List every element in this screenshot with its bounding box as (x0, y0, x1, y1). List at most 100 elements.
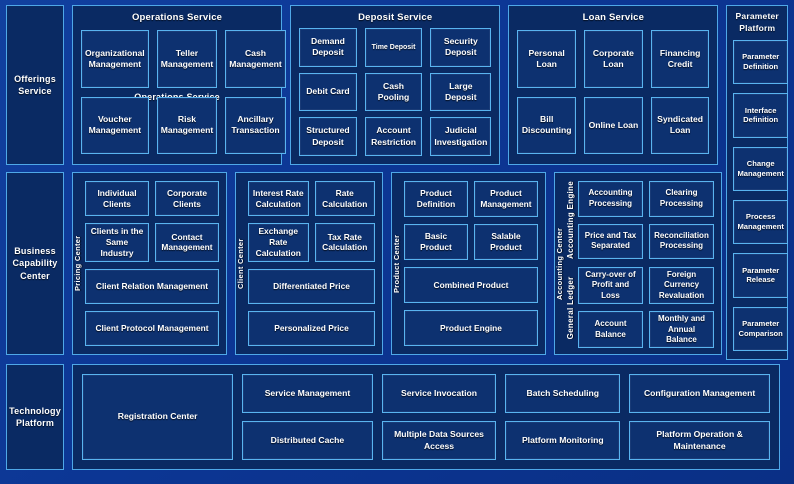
cell-combined-product[interactable]: Combined Product (404, 267, 538, 303)
cell-platform-monitoring[interactable]: Platform Monitoring (505, 421, 621, 460)
panel-title-parameter-platform: Parameter Platform (735, 11, 779, 33)
accounting-center-body: Accounting Engine Accounting Processing … (564, 173, 721, 354)
panel-title-deposit-service: Deposit Service (358, 12, 433, 23)
cell-organizational-management[interactable]: Organizational Management (81, 30, 149, 88)
cell-change-management[interactable]: Change Management (733, 146, 788, 191)
deposit-service-grid: Demand Deposit Time Deposit Security Dep… (299, 28, 492, 156)
pricing-center-grid: Individual Clients Corporate Clients Cli… (82, 173, 226, 354)
business-capability-center-row: Business Capability Center Pricing Cente… (6, 172, 788, 355)
cell-structured-deposit[interactable]: Structured Deposit (299, 117, 357, 156)
technology-platform-row: Technology Platform Registration Center … (6, 364, 788, 470)
cell-basic-product[interactable]: Basic Product (404, 224, 468, 260)
cell-rate-calculation[interactable]: Rate Calculation (314, 181, 375, 217)
cell-reconciliation-processing[interactable]: Reconciliation Processing (649, 223, 714, 259)
technology-platform-grid: Registration Center Service Management S… (82, 374, 770, 460)
operations-service-grid: Organizational Management Teller Managem… (81, 30, 286, 154)
parameter-platform-list: Parameter Definition Interface Definitio… (733, 40, 788, 351)
cell-voucher-management[interactable]: Voucher Management (81, 96, 149, 154)
panel-technology-platform[interactable]: Registration Center Service Management S… (72, 364, 780, 470)
panel-client-center[interactable]: Client Center Interest Rate Calculation … (235, 172, 383, 355)
general-ledger-grid: Carry-over of Profit and Loss Foreign Cu… (578, 267, 714, 349)
offerings-service-row: Offerings Service Operations Service Ope… (6, 5, 789, 360)
cell-interface-definition[interactable]: Interface Definition (733, 93, 788, 138)
cell-accounting-processing[interactable]: Accounting Processing (578, 181, 643, 217)
cell-corporate-clients[interactable]: Corporate Clients (155, 181, 219, 217)
panel-deposit-service[interactable]: Deposit Service Demand Deposit Time Depo… (290, 5, 501, 165)
cell-clearing-processing[interactable]: Clearing Processing (649, 181, 714, 217)
vlabel-client-center: Client Center (236, 238, 245, 289)
cell-security-deposit[interactable]: Security Deposit (430, 28, 492, 67)
cell-differentiated-price[interactable]: Differentiated Price (248, 268, 375, 304)
cell-personal-loan[interactable]: Personal Loan (517, 30, 577, 88)
client-center-grid: Interest Rate Calculation Rate Calculati… (245, 173, 382, 354)
panel-pricing-center[interactable]: Pricing Center Individual Clients Corpor… (72, 172, 227, 355)
cell-distributed-cache[interactable]: Distributed Cache (242, 421, 373, 460)
accounting-engine-grid: Accounting Processing Clearing Processin… (578, 181, 714, 259)
cell-individual-clients[interactable]: Individual Clients (85, 181, 149, 217)
cell-cash-management[interactable]: Cash Management (225, 30, 286, 88)
cell-tax-rate-calculation[interactable]: Tax Rate Calculation (314, 223, 375, 262)
cell-price-and-tax-separated[interactable]: Price and Tax Separated (578, 223, 643, 259)
vlabel-accounting-engine: Accounting Engine (566, 181, 575, 259)
cell-time-deposit[interactable]: Time Deposit (364, 28, 423, 67)
cell-service-management[interactable]: Service Management (242, 374, 373, 413)
cell-teller-management[interactable]: Teller Management (156, 30, 218, 88)
cell-monthly-and-annual-balance[interactable]: Monthly and Annual Balance (649, 311, 714, 349)
group-accounting-engine: Accounting Engine Accounting Processing … (566, 181, 714, 259)
cell-parameter-comparison[interactable]: Parameter Comparison (733, 306, 788, 351)
cell-salable-product[interactable]: Salable Product (474, 224, 538, 260)
cell-carry-over-of-profit-and-loss[interactable]: Carry-over of Profit and Loss (578, 267, 643, 305)
cell-clients-in-the-same-industry[interactable]: Clients in the Same Industry (85, 223, 149, 262)
cell-cash-pooling[interactable]: Cash Pooling (364, 72, 423, 112)
cell-service-invocation[interactable]: Service Invocation (381, 374, 497, 413)
cell-online-loan[interactable]: Online Loan (584, 96, 643, 154)
cell-debit-card[interactable]: Debit Card (299, 72, 357, 112)
cell-registration-center[interactable]: Registration Center (82, 374, 234, 460)
cell-foreign-currency-revaluation[interactable]: Foreign Currency Revaluation (649, 267, 714, 305)
panel-operations-service[interactable]: Operations Service Operations Service Or… (72, 5, 286, 165)
panel-title-operations-service: Operations Service (131, 12, 223, 23)
cell-interest-rate-calculation[interactable]: Interest Rate Calculation (248, 181, 309, 217)
vlabel-product-center: Product Center (392, 234, 401, 293)
cell-corporate-loan[interactable]: Corporate Loan (584, 30, 643, 88)
cell-product-management[interactable]: Product Management (474, 181, 538, 217)
vlabel-accounting-center: Accounting Center (555, 227, 564, 300)
loan-service-grid: Personal Loan Corporate Loan Financing C… (517, 30, 710, 154)
panel-accounting-center[interactable]: Accounting Center Accounting Engine Acco… (554, 172, 722, 355)
cell-exchange-rate-calculation[interactable]: Exchange Rate Calculation (248, 223, 309, 262)
panel-parameter-platform[interactable]: Parameter Platform Parameter Definition … (726, 5, 789, 360)
cell-product-definition[interactable]: Product Definition (404, 181, 468, 217)
cell-platform-operation-and-maintenance[interactable]: Platform Operation & Maintenance (629, 421, 770, 460)
cell-configuration-management[interactable]: Configuration Management (629, 374, 770, 413)
panel-title-loan-service: Loan Service (582, 12, 645, 23)
cell-large-deposit[interactable]: Large Deposit (430, 72, 492, 112)
row-label-business-capability-center: Business Capability Center (6, 172, 64, 355)
cell-client-protocol-management[interactable]: Client Protocol Management (85, 310, 219, 346)
cell-bill-discounting[interactable]: Bill Discounting (517, 96, 577, 154)
panel-loan-service[interactable]: Loan Service Personal Loan Corporate Loa… (508, 5, 719, 165)
cell-account-restriction[interactable]: Account Restriction (364, 117, 423, 156)
cell-multiple-data-sources-access[interactable]: Multiple Data Sources Access (381, 421, 497, 460)
cell-judicial-investigation[interactable]: Judicial Investigation (430, 117, 492, 156)
cell-account-balance[interactable]: Account Balance (578, 311, 643, 349)
cell-personalized-price[interactable]: Personalized Price (248, 310, 375, 346)
cell-ancillary-transaction[interactable]: Ancillary Transaction (225, 96, 286, 154)
cell-product-engine[interactable]: Product Engine (404, 310, 538, 346)
vlabel-pricing-center: Pricing Center (73, 235, 82, 292)
vlabel-general-ledger: General Ledger (566, 276, 575, 340)
cell-batch-scheduling[interactable]: Batch Scheduling (505, 374, 621, 413)
cell-parameter-release[interactable]: Parameter Release (733, 253, 788, 298)
row-label-technology-platform: Technology Platform (6, 364, 64, 470)
cell-financing-credit[interactable]: Financing Credit (650, 30, 710, 88)
cell-risk-management[interactable]: Risk Management (156, 96, 218, 154)
cell-process-management[interactable]: Process Management (733, 199, 788, 245)
cell-client-relation-management[interactable]: Client Relation Management (85, 268, 219, 304)
cell-parameter-definition[interactable]: Parameter Definition (733, 40, 788, 85)
row-label-offerings-service: Offerings Service (6, 5, 64, 165)
product-center-grid: Product Definition Product Management Ba… (401, 173, 545, 354)
panel-product-center[interactable]: Product Center Product Definition Produc… (391, 172, 546, 355)
cell-syndicated-loan[interactable]: Syndicated Loan (650, 96, 710, 154)
cell-contact-management[interactable]: Contact Management (155, 223, 219, 262)
cell-demand-deposit[interactable]: Demand Deposit (299, 28, 357, 67)
